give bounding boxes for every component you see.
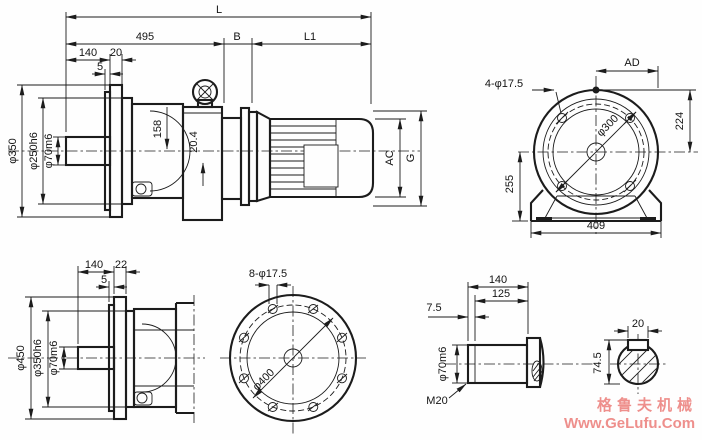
dim-AC: AC (384, 150, 396, 165)
watermark-brand: 格鲁夫机械 (597, 396, 697, 414)
dim-224: 224 (674, 112, 686, 130)
motor-flange-plate-2 (247, 110, 259, 203)
shaft-cross-section: 20 74.5 (592, 318, 666, 394)
break-curve (538, 337, 545, 388)
dim-125: 125 (492, 288, 510, 300)
front-view-flange: φ400 8-φ17.5 (220, 268, 366, 434)
flange-circle (542, 98, 650, 206)
side-view-dimensions: L 495 B L1 140 20 5 158 20.4 (7, 4, 427, 218)
dim-4-holes: 4-φ17.5 (485, 78, 523, 90)
dim-phi400: φ400 (251, 367, 278, 394)
dim-phi70m6-side: φ70m6 (43, 134, 55, 169)
dim-255: 255 (504, 175, 516, 193)
motor-bell (255, 110, 272, 203)
bolt-circle-8 (239, 304, 347, 412)
oil-plug (135, 183, 147, 195)
dim-20: 20 (110, 47, 122, 59)
lifting-eyebolt (191, 78, 219, 106)
dim-5: 5 (97, 61, 103, 73)
bearing-arc (149, 110, 191, 192)
dim-L1: L1 (304, 31, 316, 43)
base-foot (529, 189, 663, 223)
dim-phi350h6: φ350h6 (32, 339, 44, 377)
keyway (626, 338, 650, 352)
break-hatch (531, 360, 543, 382)
dim-20-4: 20.4 (188, 131, 200, 152)
dim-22: 22 (115, 259, 127, 271)
dim-8-holes: 8-φ17.5 (249, 268, 287, 280)
eyebolt-tip (592, 86, 600, 94)
dim-AD: AD (624, 57, 639, 69)
adapter-stage (220, 116, 243, 201)
gear-housing (181, 105, 224, 222)
dim-140-b: 140 (85, 259, 103, 271)
dim-phi350: φ350 (7, 138, 19, 164)
plug-boss-b (133, 391, 153, 406)
dim-495: 495 (136, 31, 154, 43)
dim-M20: M20 (426, 395, 447, 407)
housing-partial (174, 301, 194, 415)
dim-B: B (233, 31, 240, 43)
dim-20-keyway: 20 (632, 318, 644, 330)
dim-line-phi400 (252, 317, 334, 399)
dim-phi70m6-shaft: φ70m6 (437, 347, 449, 382)
side-view-gearmotor: L 495 B L1 140 20 5 158 20.4 (7, 4, 427, 222)
dim-phi70m6-b: φ70m6 (48, 341, 60, 376)
dim-140: 140 (79, 47, 97, 59)
shaft-collar (525, 336, 542, 389)
oil-plug-b (136, 392, 148, 404)
motor-flange-plate-1 (239, 106, 251, 207)
shaft-detail-view: 140 125 7.5 φ70m6 M20 (426, 274, 595, 407)
terminal-box (303, 144, 339, 188)
side-view-flange-version: 140 22 5 φ450 φ350h6 φ70m6 (8, 259, 205, 425)
dim-line-phi300 (555, 111, 637, 193)
flange-outline (228, 293, 358, 423)
dim-140-shaft: 140 (489, 274, 507, 286)
spigot-circle-b (246, 311, 340, 405)
shaft-detail-dimensions: 140 125 7.5 φ70m6 M20 (426, 274, 529, 407)
section-dimensions: 20 74.5 (592, 318, 662, 385)
watermark: 格鲁夫机械 Www.GeLufu.Com (564, 396, 697, 432)
flange-spigot-b (124, 309, 136, 409)
dim-G: G (405, 154, 417, 163)
plug-boss (131, 181, 153, 197)
flange-version-dimensions: 140 22 5 φ450 φ350h6 φ70m6 (15, 259, 140, 420)
watermark-url: Www.GeLufu.Com (564, 415, 695, 432)
dim-74-5: 74.5 (592, 352, 604, 373)
dim-5-b: 5 (101, 274, 107, 286)
dim-158: 158 (152, 120, 164, 138)
dim-409: 409 (587, 220, 605, 232)
dim-L: L (216, 4, 222, 16)
mounting-holes-8 (238, 304, 348, 412)
dim-phi300: φ300 (595, 113, 622, 140)
motor-body (268, 117, 375, 199)
dim-7-5: 7.5 (426, 302, 441, 314)
eyebolt-base (196, 98, 214, 109)
bolt-circle (547, 103, 645, 201)
dim-phi450: φ450 (15, 345, 27, 371)
spigot-circle (552, 108, 640, 196)
front-top-dimensions: 4-φ17.5 AD 224 255 409 (485, 57, 696, 238)
front-view-top: φ300 4-φ17.5 AD 224 255 409 (485, 57, 698, 238)
dim-phi250h6: φ250h6 (28, 132, 40, 170)
